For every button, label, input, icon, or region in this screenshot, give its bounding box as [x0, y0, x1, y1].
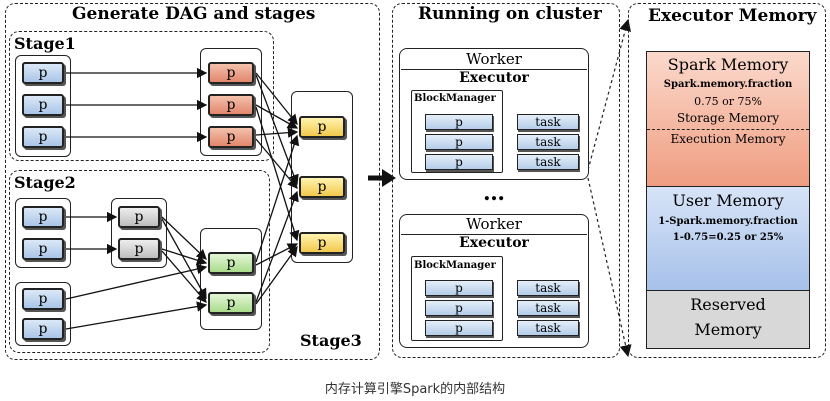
user-fraction-label: 1-Spark.memory.fraction: [658, 216, 798, 227]
partition-box: p: [208, 62, 254, 84]
partition-box: p: [208, 252, 254, 274]
partition-box: p: [118, 206, 160, 228]
partition-box: p: [22, 318, 64, 340]
partition-box: p: [118, 238, 160, 260]
user-fraction-value: 1-0.75=0.25 or 25%: [672, 232, 784, 243]
user-memory-label: User Memory: [672, 191, 784, 210]
block-cell: p: [425, 280, 493, 296]
spark-fraction-value: 0.75 or 75%: [694, 95, 762, 108]
blockmanager-label: BlockManager: [414, 260, 496, 271]
figure-caption: 内存计算引擎Spark的内部结构: [324, 382, 506, 397]
task-cell: task: [517, 154, 579, 170]
block-cell: p: [425, 134, 493, 150]
worker-label: Worker: [466, 215, 522, 233]
block-cell: p: [425, 300, 493, 316]
storage-execution-divider: [647, 129, 809, 130]
stage3-label: Stage3: [300, 331, 362, 350]
task-cell: task: [517, 300, 579, 316]
partition-box: p: [299, 232, 345, 254]
reserved-memory-region: [647, 290, 809, 348]
task-cell: task: [517, 134, 579, 150]
partition-box: p: [22, 206, 64, 228]
dag-panel: [5, 3, 380, 360]
block-cell: p: [425, 154, 493, 170]
memory-panel: [628, 3, 826, 358]
worker-label: Worker: [466, 50, 522, 68]
partition-box: p: [22, 238, 64, 260]
executor-label: Executor: [459, 70, 529, 86]
user-memory-region: [647, 186, 809, 290]
memory-stack: [646, 51, 810, 349]
partition-box: p: [22, 94, 64, 116]
executor-label: Executor: [459, 235, 529, 251]
execution-memory-label: Execution Memory: [670, 132, 786, 146]
reserved-memory-label-line2: Memory: [694, 320, 762, 339]
cluster-panel: [392, 3, 620, 358]
partition-box: p: [299, 176, 345, 198]
dag-panel-title: Generate DAG and stages: [72, 4, 316, 24]
partition-box: p: [22, 62, 64, 84]
partition-box: p: [22, 288, 64, 310]
stage1-box: [9, 31, 274, 161]
task-cell: task: [517, 280, 579, 296]
spark-fraction-label: Spark.memory.fraction: [663, 79, 793, 90]
partition-box: p: [299, 116, 345, 138]
spark-memory-region: [647, 52, 809, 186]
cluster-panel-title: Running on cluster: [418, 4, 602, 24]
storage-memory-label: Storage Memory: [676, 111, 780, 125]
partition-box: p: [208, 94, 254, 116]
stage2-box: [9, 170, 270, 353]
stage1-label: Stage1: [14, 34, 76, 53]
worker-divider: [401, 69, 587, 70]
blockmanager-label: BlockManager: [414, 93, 496, 104]
partition-box: p: [208, 292, 254, 314]
block-cell: p: [425, 320, 493, 336]
reserved-memory-label-line1: Reserved: [690, 295, 766, 314]
stage2-label: Stage2: [14, 173, 76, 192]
partition-box: p: [208, 126, 254, 148]
worker-divider: [401, 234, 587, 235]
more-workers-ellipsis: …: [483, 180, 505, 206]
task-cell: task: [517, 114, 579, 130]
spark-memory-label: Spark Memory: [667, 55, 789, 74]
block-cell: p: [425, 114, 493, 130]
memory-panel-title: Executor Memory: [648, 6, 817, 26]
task-cell: task: [517, 320, 579, 336]
partition-box: p: [22, 126, 64, 148]
